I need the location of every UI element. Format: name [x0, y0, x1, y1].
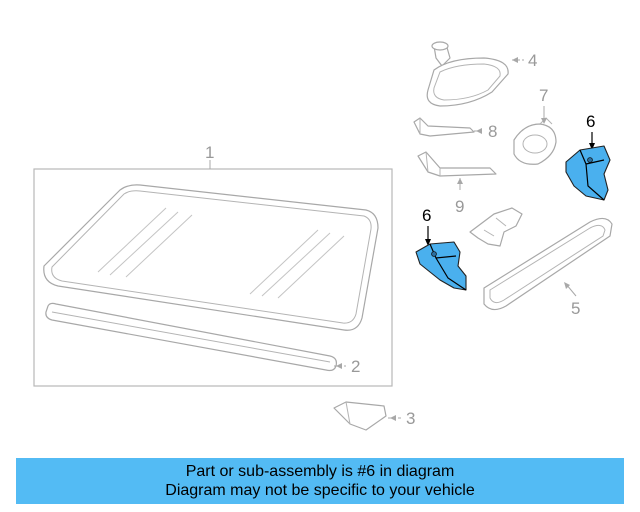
mirror-upper-mount-cap	[431, 41, 449, 51]
highlighted-cover-right: 6	[565, 112, 611, 201]
cover-right-detail	[579, 149, 605, 201]
cover-right-body	[565, 145, 611, 201]
sensor-cover-part: 7	[513, 86, 557, 165]
cover-left-clip	[431, 251, 437, 257]
callout-4: 4	[528, 51, 537, 70]
windshield-glass	[43, 184, 379, 331]
banner-line-2: Diagram may not be specific to your vehi…	[165, 482, 475, 499]
info-banner: Part or sub-assembly is #6 in diagram Di…	[16, 458, 624, 504]
arrow-9	[457, 178, 463, 184]
callout-6-left: 6	[422, 206, 431, 225]
mirror-lower-mount-detail	[483, 217, 507, 237]
callout-1: 1	[205, 143, 214, 162]
long-bracket-part: 9	[417, 151, 497, 216]
callout-7: 7	[539, 86, 548, 105]
callout-9: 9	[455, 197, 464, 216]
clip-bracket-part: 8	[413, 117, 497, 141]
windshield-part: 1	[33, 143, 393, 387]
callout-5: 5	[571, 299, 580, 318]
banner-line-1: Part or sub-assembly is #6 in diagram	[185, 463, 455, 480]
callout-6-right: 6	[586, 112, 595, 131]
long-bracket-body	[417, 151, 497, 177]
cover-right-clip	[587, 157, 593, 163]
wedge-block-edge	[345, 401, 351, 425]
arrow-6-right	[589, 143, 595, 150]
arrow-6-left	[425, 239, 431, 246]
mirror-lower-body	[483, 217, 613, 311]
callout-8: 8	[488, 122, 497, 141]
cover-left-detail	[429, 243, 467, 291]
wedge-part: 3	[333, 401, 415, 431]
sensor-cover-ring	[522, 134, 548, 154]
callout-3: 3	[406, 409, 415, 428]
glass-reflection-lines	[97, 207, 345, 299]
mirror-lower-mount	[469, 207, 523, 247]
arrow-7	[541, 118, 547, 124]
windshield-inner-edge	[51, 190, 372, 324]
mirror-lower-part: 5	[469, 207, 613, 318]
mirror-upper-body	[426, 57, 509, 107]
sensor-cover-body	[513, 123, 557, 165]
wedge-block	[333, 401, 387, 431]
moulding-part: 2	[45, 302, 360, 376]
mirror-upper-part: 4	[426, 41, 537, 107]
parts-diagram: 1 2 3 4 7 8	[33, 41, 613, 431]
arrow-3	[390, 415, 396, 421]
arrow-8	[476, 128, 482, 134]
clip-bracket-body	[413, 117, 475, 137]
callout-2: 2	[351, 357, 360, 376]
arrow-2	[336, 363, 342, 369]
windshield-frame	[33, 168, 393, 387]
mirror-upper-glass	[433, 63, 501, 101]
moulding-strip-edge	[51, 311, 331, 363]
highlighted-cover-left: 6	[415, 206, 467, 291]
mirror-lower-glass	[489, 224, 606, 304]
long-bracket-edge	[425, 151, 441, 176]
arrow-5	[564, 282, 570, 289]
arrow-4	[512, 57, 518, 63]
